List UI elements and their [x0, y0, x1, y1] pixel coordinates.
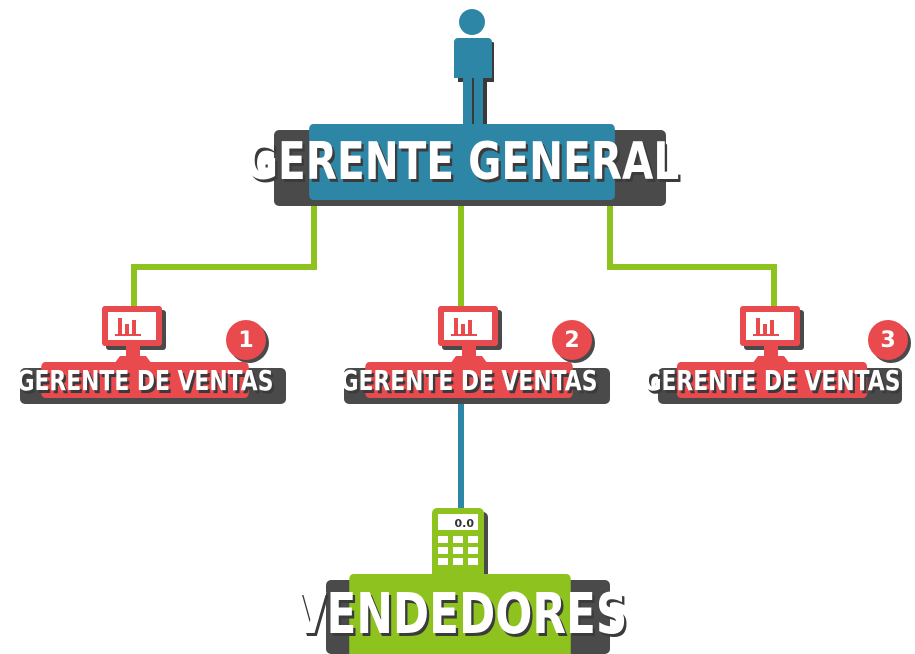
manager-2-number: 2 [564, 327, 580, 353]
connector-root-manager-1 [131, 205, 317, 318]
root-node-label: GERENTE GENERAL [244, 132, 680, 192]
manager-3-number-badge: 3 [868, 320, 908, 360]
manager-node-3: GERENTE DE VENTAS [644, 362, 900, 398]
manager-node-2: GERENTE DE VENTAS [341, 362, 597, 398]
manager-2-number-badge: 2 [552, 320, 592, 360]
manager-node-1: GERENTE DE VENTAS [17, 362, 273, 398]
connector-root-manager-3 [607, 205, 777, 318]
manager-1-label: GERENTE DE VENTAS [16, 363, 274, 397]
person-icon [452, 9, 494, 126]
monitor-chart-icon [740, 306, 804, 364]
monitor-chart-icon [438, 306, 502, 364]
manager-3-number: 3 [880, 327, 896, 353]
sellers-label: VENDEDORES [292, 581, 628, 647]
manager-2-label: GERENTE DE VENTAS [340, 363, 598, 397]
manager-1-number-badge: 1 [226, 320, 266, 360]
manager-3-label: GERENTE DE VENTAS [643, 363, 901, 397]
calculator-icon: 0.0 [432, 508, 488, 582]
sellers-node-vendedores: VENDEDORES [293, 574, 627, 654]
calculator-display: 0.0 [455, 517, 475, 530]
root-node-gerente-general: GERENTE GENERAL [245, 124, 679, 200]
monitor-chart-icon [102, 306, 166, 364]
manager-1-number: 1 [238, 327, 254, 353]
